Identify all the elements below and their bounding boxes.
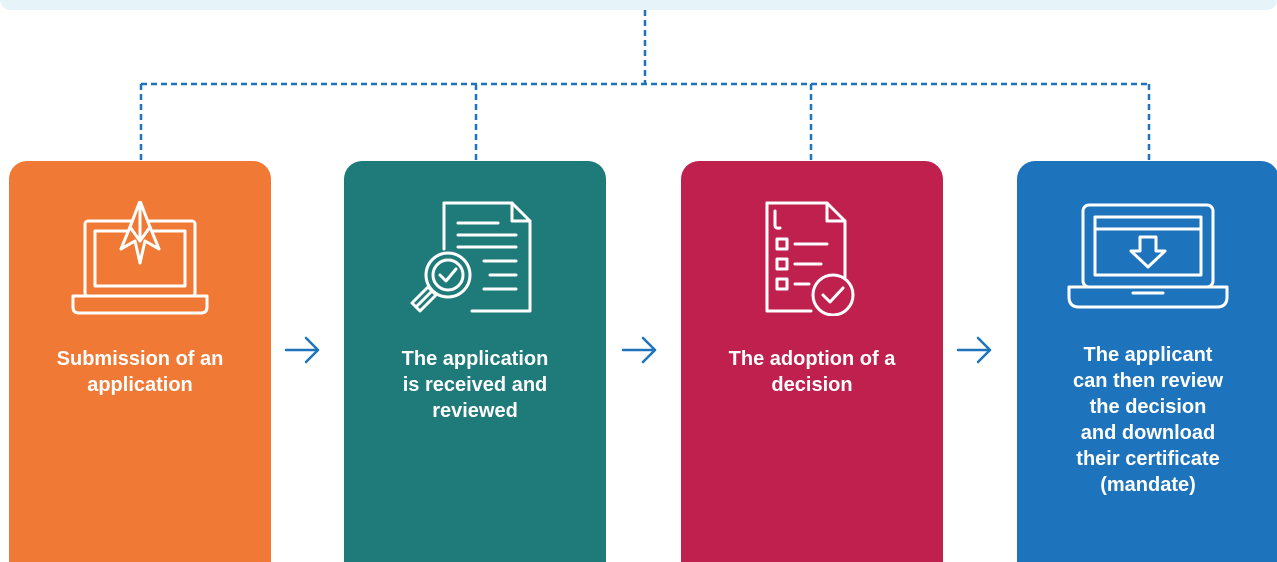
step-label-line: reviewed (432, 400, 518, 422)
step-label-line: the decision (1089, 396, 1207, 418)
step-card-decision: The adoption of a decision (681, 161, 943, 562)
step-label-line: and download (1080, 422, 1216, 444)
step-label: Submission of an application (23, 346, 257, 398)
step-label-line: decision (771, 374, 853, 396)
step-card-submission: Submission of an application (9, 161, 271, 562)
dashed-connectors (139, 10, 1151, 161)
step-label-line: Submission of an (56, 348, 224, 370)
step-label-line: can then review (1072, 370, 1224, 392)
step-label-line: The adoption of a (728, 348, 896, 370)
laptop-paper-plane-icon (71, 201, 209, 315)
arrow-right-icon (284, 336, 320, 364)
step-label: The application is received and reviewed (358, 346, 592, 424)
document-magnifier-check-icon (410, 201, 532, 313)
step-label-line: is received and (402, 374, 548, 396)
step-card-review: The application is received and reviewed (344, 161, 606, 562)
arrow-right-icon (956, 336, 992, 364)
step-label: The adoption of a decision (695, 346, 929, 398)
step-card-download: The applicant can then review the decisi… (1017, 161, 1277, 562)
step-label-line: their certificate (1076, 448, 1220, 470)
laptop-download-icon (1067, 203, 1229, 309)
step-label-line: (mandate) (1100, 474, 1196, 496)
step-label-line: application (87, 374, 193, 396)
arrow-right-icon (621, 336, 657, 364)
checklist-document-check-icon (765, 201, 855, 316)
top-banner (0, 0, 1277, 10)
step-label-line: The applicant (1083, 344, 1213, 366)
step-label: The applicant can then review the decisi… (1031, 342, 1265, 498)
step-label-line: The application (401, 348, 549, 370)
